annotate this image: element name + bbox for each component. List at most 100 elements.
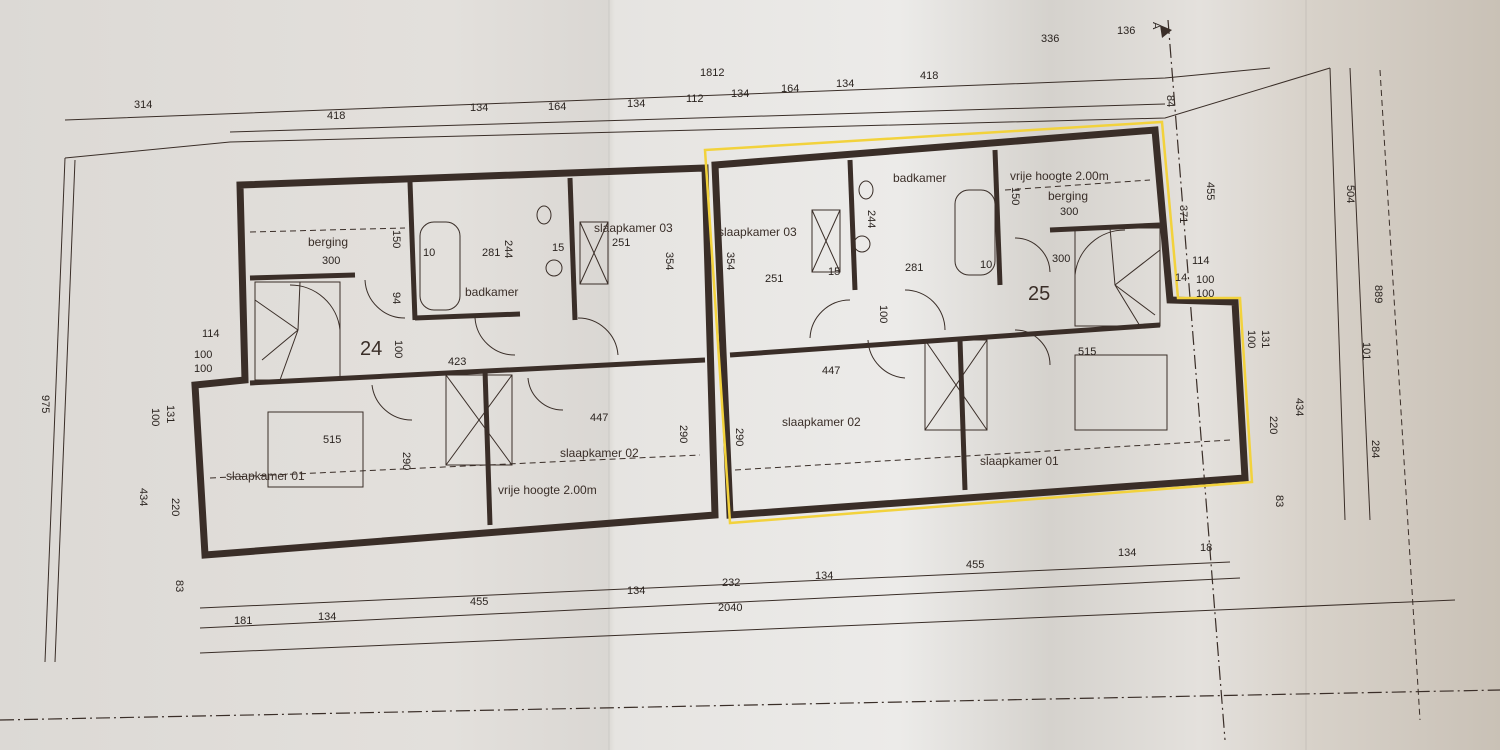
dim-sk01-depth-24: 290	[400, 452, 412, 470]
plot-line-right	[1379, 69, 1421, 721]
wall	[407, 181, 418, 321]
door-sk03-25	[809, 299, 851, 339]
free-height-note-berging-25: vrije hoogte 2.00m	[1010, 169, 1109, 183]
outline-bottom	[199, 561, 1231, 609]
dim-hall-depth-25: 100	[877, 305, 889, 323]
plot-line-bottom	[0, 689, 1500, 721]
bottom-dim-line-2	[199, 577, 1241, 629]
dim-sk01-width-25: 515	[1078, 346, 1096, 358]
dim-hall-25: 300	[1052, 253, 1070, 265]
room-label-slaapkamer-02-24: slaapkamer 02	[560, 446, 639, 460]
room-label-badkamer-24: badkamer	[465, 285, 518, 299]
dim-berging-width-24: 300	[322, 255, 340, 267]
door-sk03-24	[577, 317, 619, 356]
dim-right-100c: 100	[1245, 330, 1257, 348]
dim-top-6: 134	[731, 88, 749, 100]
dim-badkamer-10-24: 10	[423, 247, 435, 259]
bed-unit-24	[267, 411, 364, 488]
wall	[414, 311, 521, 321]
door-sk01-25	[1014, 329, 1051, 366]
dim-left-step-114: 114	[202, 328, 220, 340]
unit-25-highlight	[703, 120, 1254, 525]
dim-bottom-2: 134	[318, 611, 336, 623]
dim-left-131: 131	[164, 405, 176, 423]
top-dim-line	[64, 67, 1271, 121]
dim-sk01-width-24: 515	[323, 434, 341, 446]
bottom-dim-line	[199, 599, 1456, 654]
dim-badkamer-depth-24: 244	[502, 240, 514, 258]
paper-edge	[1305, 0, 1307, 750]
bathtub-unit-25	[954, 189, 996, 276]
wall	[482, 369, 493, 526]
wall	[957, 339, 968, 491]
door-badkamer-25	[904, 289, 946, 331]
dim-top-2: 134	[470, 102, 488, 114]
wall	[567, 177, 578, 321]
dim-left-step-100a: 100	[194, 349, 212, 361]
room-label-slaapkamer-01-25: slaapkamer 01	[980, 454, 1059, 468]
dim-top-left: 314	[134, 99, 152, 111]
room-label-berging-24: berging	[308, 235, 348, 249]
dim-right-504: 504	[1344, 185, 1356, 203]
dim-bottom-5: 232	[722, 577, 740, 589]
dim-berging-depth-24: 150	[390, 230, 402, 248]
dim-top-8: 134	[836, 78, 854, 90]
dim-sk03-width-24: 251	[612, 237, 630, 249]
stair-unit-24	[254, 281, 341, 381]
dim-left-100: 100	[149, 408, 161, 426]
dim-hall-94-24: 94	[390, 292, 402, 304]
room-label-slaapkamer-01-24: slaapkamer 01	[226, 469, 305, 483]
door-berging-25	[1014, 237, 1051, 273]
bathtub-unit-24	[419, 221, 461, 311]
wardrobe-unit-25	[924, 339, 988, 431]
door-berging-24	[364, 279, 406, 319]
room-label-badkamer-25: badkamer	[893, 171, 946, 185]
free-height-line-25	[734, 439, 1231, 471]
dim-right-284: 284	[1369, 440, 1381, 458]
dim-top-7: 164	[781, 83, 799, 95]
outline-left-outer	[44, 157, 66, 663]
dim-badkamer-15-25: 15	[828, 266, 840, 278]
unit-number-24: 24	[360, 338, 382, 360]
dim-badkamer-depth-25: 244	[865, 210, 877, 228]
dim-right-434: 434	[1293, 398, 1305, 416]
outline-left-inner	[54, 159, 76, 663]
door-sk02-24	[527, 377, 564, 411]
dim-top-right-2: 136	[1117, 25, 1135, 37]
outline-right-2	[1349, 67, 1371, 521]
room-label-slaapkamer-03-24: slaapkamer 03	[594, 221, 673, 235]
dim-badkamer-10-25: 10	[980, 259, 992, 271]
dim-left-220: 220	[169, 498, 181, 516]
dim-left-step-100b: 100	[194, 363, 212, 375]
wardrobe-unit-24	[445, 374, 513, 466]
top-dim-line-2	[229, 103, 1166, 133]
dim-bottom-1: 181	[234, 615, 252, 627]
dim-hall-24: 423	[448, 356, 466, 368]
sink-unit-24	[545, 259, 563, 277]
dim-right-84: 84	[1164, 95, 1176, 107]
dim-bottom-9: 18	[1200, 542, 1212, 554]
dim-right-889: 889	[1372, 285, 1384, 303]
dim-bottom-8: 134	[1118, 547, 1136, 559]
outline-top	[64, 67, 1331, 159]
dim-right-131: 131	[1259, 330, 1271, 348]
bed-unit-25	[1074, 354, 1168, 431]
outline-right-1	[1329, 67, 1346, 521]
wall	[249, 272, 356, 281]
free-height-line-berging-24	[249, 227, 406, 233]
dim-sk03-depth-25: 354	[724, 252, 736, 270]
dim-top-overall: 1812	[700, 67, 724, 79]
dim-right-114: 114	[1192, 255, 1210, 267]
dim-sk03-width-25: 251	[765, 273, 783, 285]
toilet-unit-24	[536, 205, 552, 225]
free-height-line-24	[209, 454, 701, 479]
room-label-berging-25: berging	[1048, 189, 1088, 203]
dim-hall-depth-24: 100	[392, 340, 404, 358]
wardrobe-sk03-unit-24	[579, 221, 609, 285]
dim-right-220: 220	[1267, 416, 1279, 434]
wardrobe-sk03-unit-25	[811, 209, 841, 273]
dim-sk02-depth-25: 290	[733, 428, 745, 446]
wall	[249, 357, 706, 386]
